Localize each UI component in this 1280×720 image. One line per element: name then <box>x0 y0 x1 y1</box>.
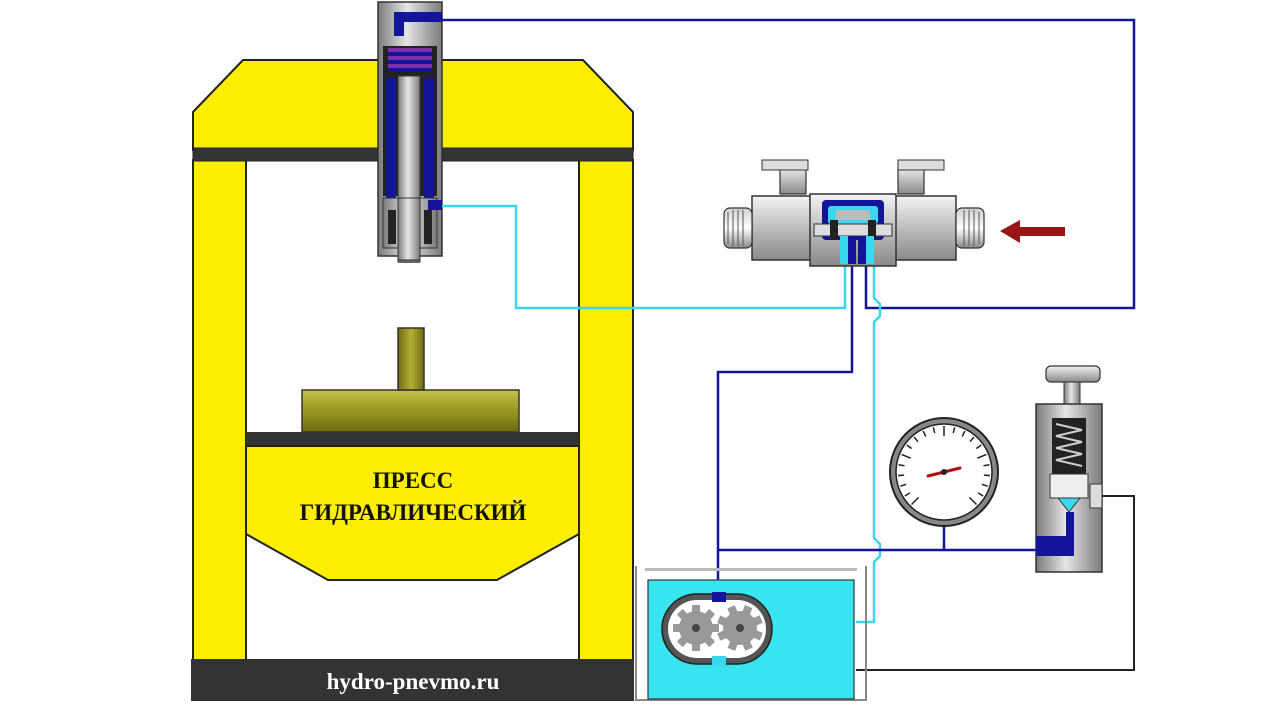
gauge-tick <box>898 474 905 477</box>
gauge-tick <box>906 444 913 450</box>
gauge-ticks <box>898 426 990 506</box>
press-title-line2: ГИДРАВЛИЧЕСКИЙ <box>300 500 527 525</box>
gauge-tick <box>913 436 919 443</box>
gauge-tick <box>983 474 990 477</box>
return-line-tank <box>856 263 882 624</box>
press-right-column <box>578 159 634 661</box>
gauge-tick <box>975 444 982 450</box>
workpiece-base <box>301 389 520 433</box>
gauge-tick <box>952 427 956 434</box>
press-table-plate <box>246 432 579 446</box>
press-title-line1: ПРЕСС <box>373 468 454 493</box>
gauge-tick <box>977 453 987 459</box>
gauge-tick <box>910 496 920 506</box>
gauge-tick <box>904 492 911 497</box>
website-label: hydro-pnevmo.ru <box>327 669 500 694</box>
directional-valve <box>723 159 985 267</box>
hydraulic-lines <box>442 18 1136 671</box>
gauge-tick <box>981 483 988 487</box>
pressure-line-pump <box>716 263 854 600</box>
pressure-line-cylinder-top <box>442 18 1136 310</box>
gauge-tick <box>898 464 905 467</box>
gauge-tick <box>961 430 966 437</box>
workpiece-pin <box>397 327 425 391</box>
relief-valve <box>1035 365 1103 573</box>
workpiece <box>301 327 520 433</box>
gauge-tick <box>968 496 978 506</box>
gauge-tick <box>977 492 984 497</box>
drain-line-relief <box>856 495 1135 671</box>
press-left-column <box>192 159 247 661</box>
return-line-cylinder-bottom <box>442 204 847 310</box>
gauge-tick <box>983 464 990 467</box>
press-base <box>191 659 634 701</box>
press-frame <box>191 59 634 701</box>
arrow-left-icon <box>1000 220 1065 243</box>
gear-pump-icon <box>661 592 773 666</box>
gauge-tick <box>932 427 936 434</box>
gauge-tick <box>900 483 907 487</box>
gauge-tick <box>922 430 927 437</box>
pressure-gauge-icon <box>889 417 999 527</box>
gauge-tick <box>969 436 975 443</box>
hydraulic-cylinder <box>377 1 443 263</box>
press-table-body <box>245 445 580 581</box>
gauge-tick <box>901 453 911 459</box>
